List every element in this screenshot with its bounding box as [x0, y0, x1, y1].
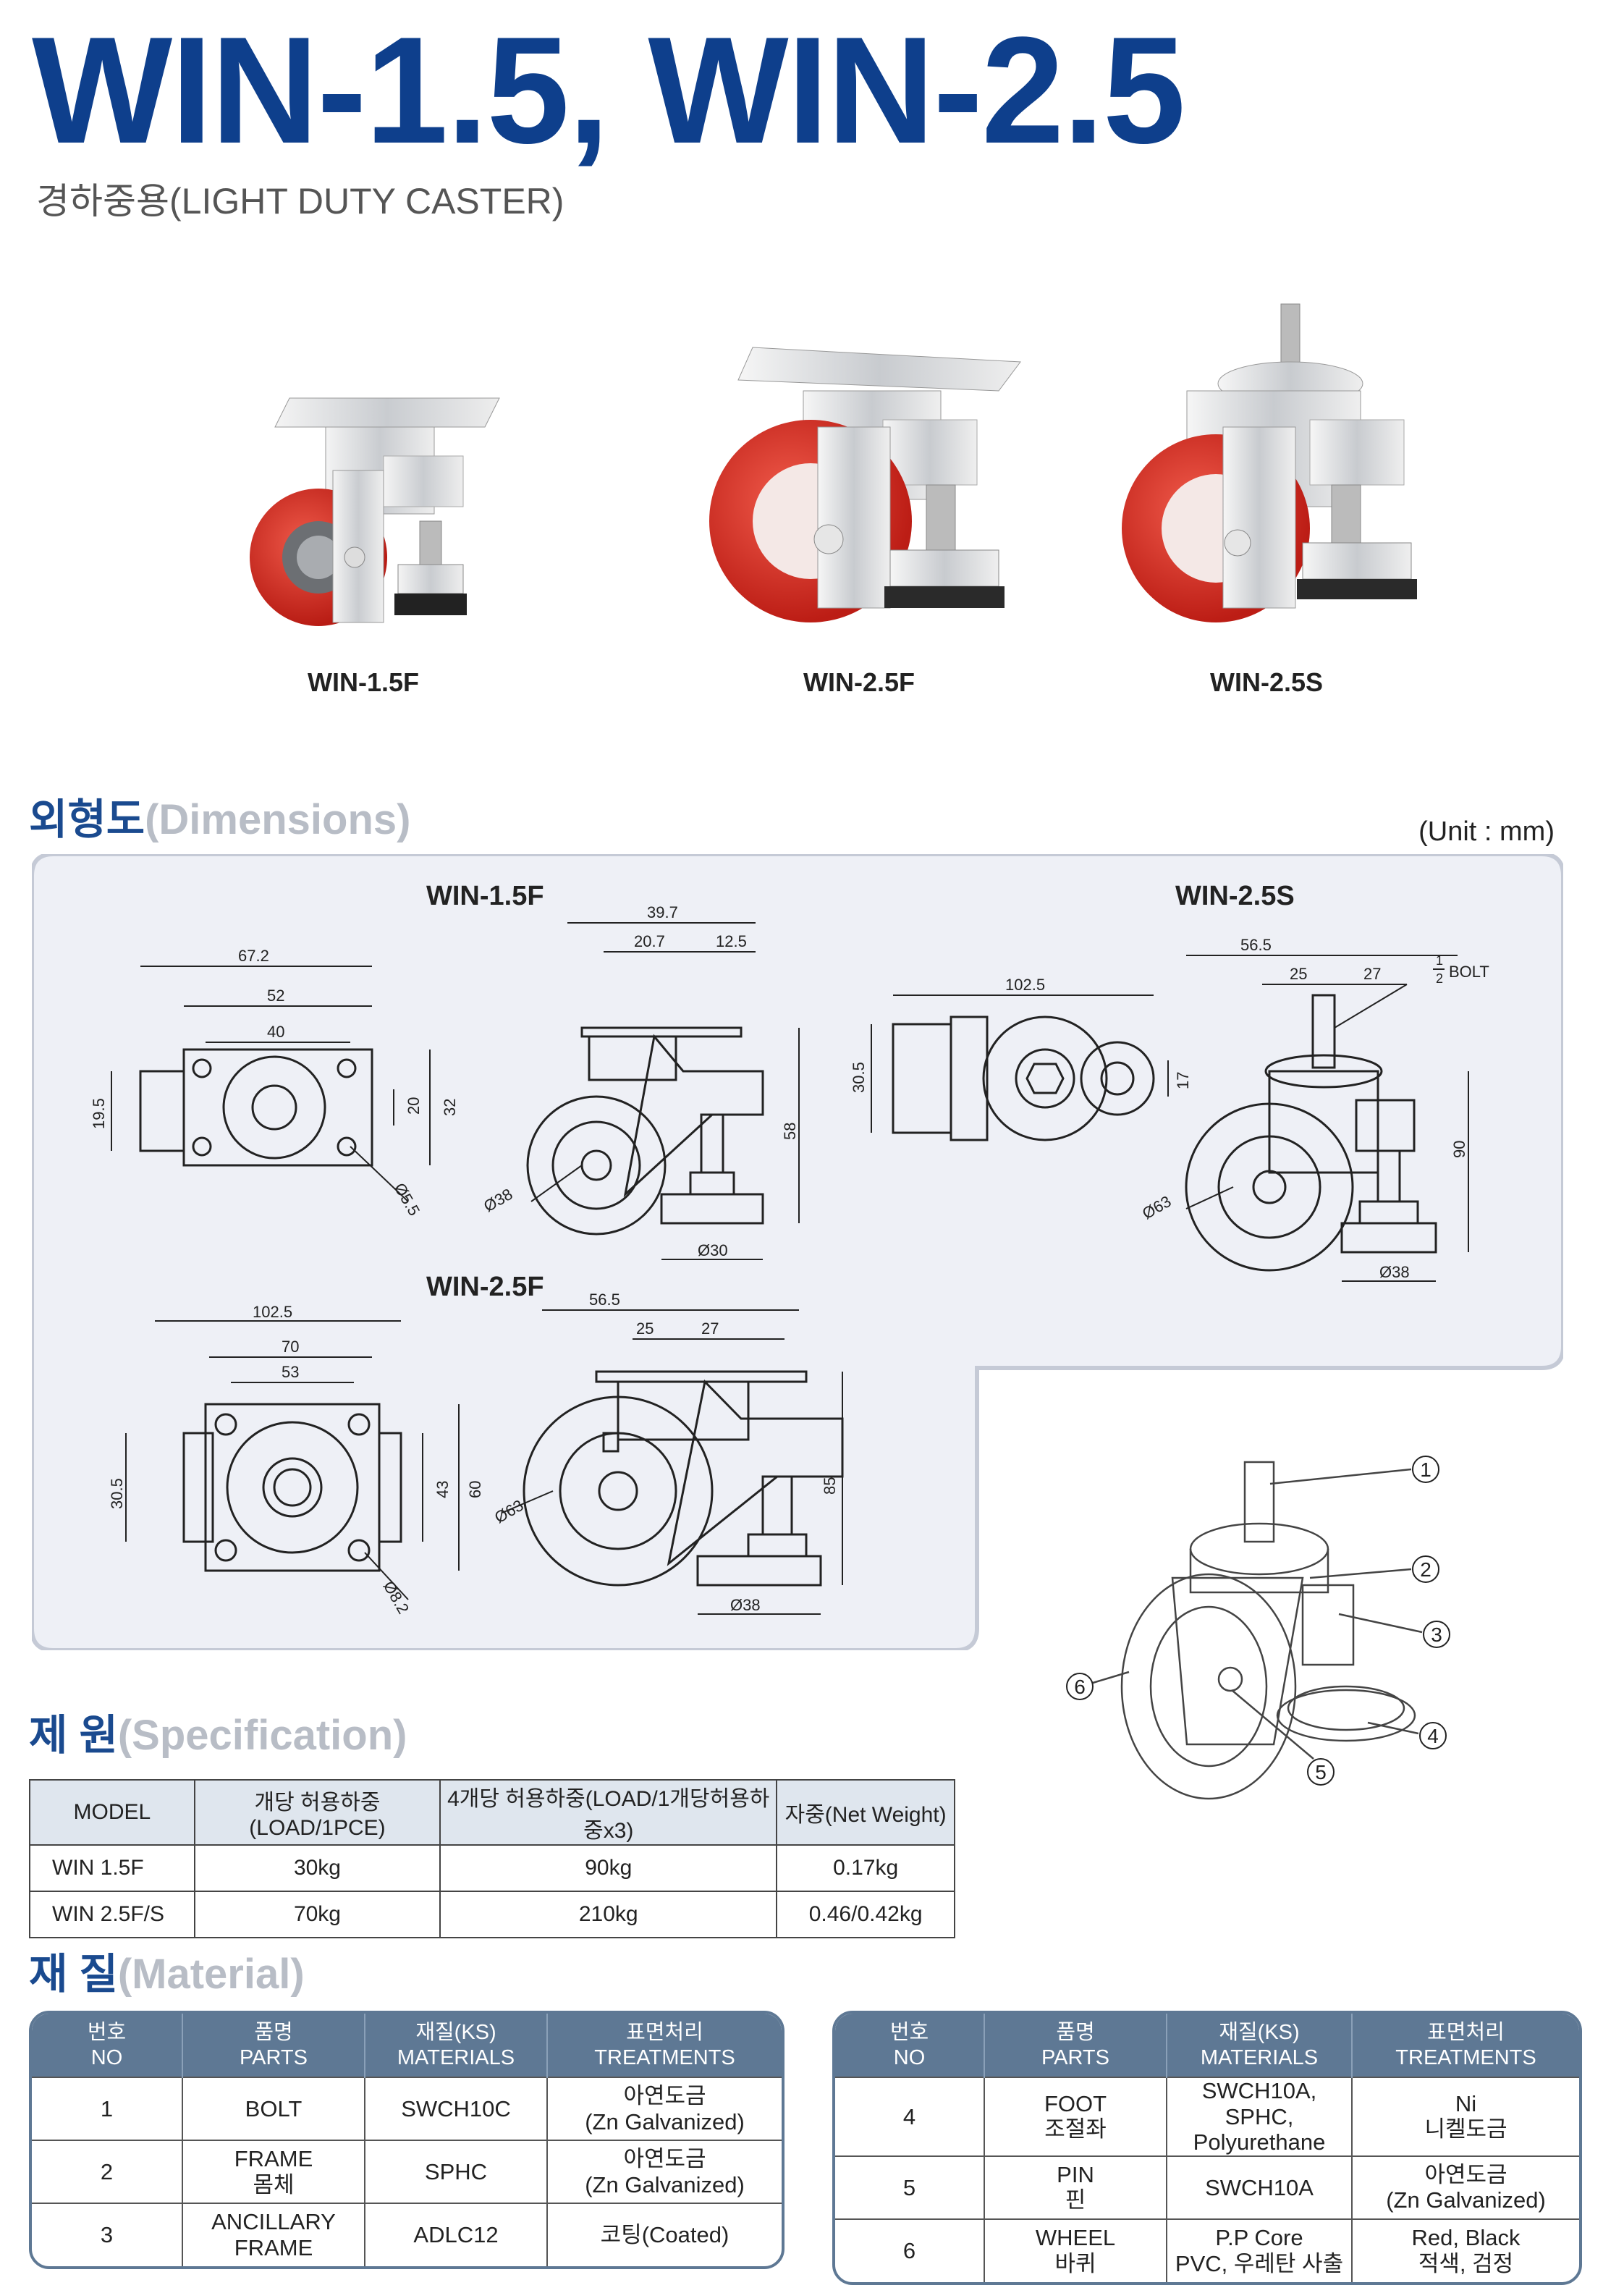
dim-win15f-side-h: 58	[781, 1123, 799, 1140]
dim-win25f-top-h1: 30.5	[108, 1478, 126, 1509]
dim-win25f-top-w1: 102.5	[253, 1303, 292, 1321]
dimensions-section-title: 외형도(Dimensions)	[29, 796, 411, 843]
dim-win15f-side-a: 20.7	[634, 932, 665, 950]
page-title: WIN-1.5, WIN-2.5	[32, 5, 1185, 175]
callout-4: 4	[1427, 1725, 1439, 1747]
win25f-side-view	[502, 1309, 844, 1615]
dim-win15f-top-w1: 67.2	[238, 947, 269, 965]
dim-win25s-side-a: 25	[1290, 965, 1307, 983]
dim-win25f-side-a: 25	[636, 1319, 654, 1338]
win25f-top-view	[125, 1320, 460, 1600]
specification-table: MODEL 개당 허용하중(LOAD/1PCE) 4개당 허용하중(LOAD/1…	[29, 1779, 955, 1938]
table-header-row: 번호 NO 품명 PARTS 재질(KS) MATERIALS 표면처리 TRE…	[32, 2014, 782, 2077]
callout-6: 6	[1074, 1676, 1086, 1698]
dim-win15f-top-h3: 32	[441, 1099, 459, 1116]
table-header-row: MODEL 개당 허용하중(LOAD/1PCE) 4개당 허용하중(LOAD/1…	[29, 1779, 955, 1846]
parts-callout-drawing: 1 2 3 4 5 6	[1066, 1456, 1450, 1800]
product-image-win25f	[709, 347, 1021, 622]
spec-header-load: 개당 허용하중(LOAD/1PCE)	[193, 1779, 441, 1846]
dim-win15f-foot: Ø30	[698, 1241, 728, 1259]
win25s-top-view	[871, 995, 1169, 1141]
dim-win25f-foot: Ø38	[730, 1596, 761, 1614]
callout-5: 5	[1315, 1761, 1327, 1783]
spec-header-model: MODEL	[29, 1779, 195, 1846]
dim-win25f-top-w2: 70	[282, 1338, 299, 1356]
dim-win25f-side-h: 85	[821, 1477, 839, 1495]
dim-label-win25s: WIN-2.5S	[1175, 881, 1295, 911]
product-label-win15f: WIN-1.5F	[308, 667, 420, 697]
specification-section-title: 제 원(Specification)	[29, 1712, 407, 1759]
dim-win25s-foot: Ø38	[1379, 1263, 1410, 1281]
dim-win25s-top-h: 30.5	[850, 1062, 868, 1093]
page-subtitle: 경하중용(LIGHT DUTY CASTER)	[36, 181, 564, 221]
dim-win25f-top-w3: 53	[282, 1363, 299, 1381]
product-image-win15f	[250, 397, 500, 626]
callout-3: 3	[1431, 1623, 1442, 1646]
table-row: 4 FOOT 조절좌 SWCH10A, SPHC, Polyurethane N…	[835, 2077, 1579, 2156]
spec-header-weight: 자중(Net Weight)	[776, 1779, 955, 1846]
dim-win15f-side-b: 12.5	[716, 932, 747, 950]
dim-win25s-bolt: BOLT	[1449, 963, 1489, 981]
unit-label: (Unit : mm)	[1418, 816, 1555, 847]
dim-win25s-side-h: 90	[1450, 1141, 1468, 1158]
table-header-row: 번호 NO 품명 PARTS 재질(KS) MATERIALS 표면처리 TRE…	[835, 2014, 1579, 2077]
dim-win25s-bolt-den: 2	[1436, 971, 1443, 986]
dim-win25s-top-s: 17	[1174, 1072, 1192, 1089]
table-row: WIN 2.5F/S 70kg 210kg 0.46/0.42kg	[29, 1891, 955, 1938]
dim-win15f-side-w: 39.7	[647, 903, 678, 921]
table-row: WIN 1.5F 30kg 90kg 0.17kg	[29, 1844, 955, 1892]
table-row: 1 BOLT SWCH10C 아연도금 (Zn Galvanized)	[32, 2077, 782, 2140]
win25s-side-view	[1185, 955, 1469, 1282]
table-row: 3 ANCILLARY FRAME ADLC12 코팅(Coated)	[32, 2203, 782, 2266]
spec-header-load4: 4개당 허용하중(LOAD/1개당허용하중x3)	[439, 1779, 778, 1846]
dim-win15f-top-h2: 20	[405, 1097, 423, 1115]
dim-win25f-side-w: 56.5	[589, 1291, 620, 1309]
dim-win25s-bolt-num: 1	[1436, 953, 1443, 968]
table-row: 2 FRAME 몸체 SPHC 아연도금 (Zn Galvanized)	[32, 2140, 782, 2203]
dim-win15f-top-h1: 19.5	[90, 1098, 108, 1129]
dim-win15f-top-w3: 40	[267, 1023, 284, 1041]
win15f-side-view	[526, 922, 800, 1260]
product-image-win25s	[1122, 303, 1417, 622]
win15f-top-view	[111, 966, 431, 1202]
callout-1: 1	[1420, 1458, 1431, 1481]
dim-label-win15f: WIN-1.5F	[426, 881, 544, 911]
dim-win25s-top-w: 102.5	[1005, 976, 1045, 994]
dim-win25f-side-b: 27	[701, 1319, 719, 1338]
dim-win25f-top-h2: 43	[434, 1481, 452, 1498]
table-row: 6 WHEEL 바퀴 P.P Core PVC, 우레탄 사출 Red, Bla…	[835, 2218, 1579, 2282]
table-row: 5 PIN 핀 SWCH10A 아연도금 (Zn Galvanized)	[835, 2155, 1579, 2219]
dim-win25s-side-w: 56.5	[1240, 936, 1272, 954]
dim-win15f-top-w2: 52	[267, 987, 284, 1005]
product-label-win25f: WIN-2.5F	[803, 667, 915, 697]
dim-win25f-top-h3: 60	[466, 1481, 484, 1498]
material-section-title: 재 질(Material)	[29, 1951, 305, 1998]
dim-label-win25f: WIN-2.5F	[426, 1272, 544, 1302]
product-label-win25s: WIN-2.5S	[1210, 667, 1324, 697]
dim-win25s-side-b: 27	[1363, 965, 1381, 983]
dimensions-panel: WIN-1.5F 67.2 52 40 19.5 20 32 Ø5.5	[32, 854, 1563, 1650]
material-table-left: 번호 NO 품명 PARTS 재질(KS) MATERIALS 표면처리 TRE…	[29, 2011, 784, 2269]
callout-2: 2	[1420, 1558, 1431, 1581]
material-table-right: 번호 NO 품명 PARTS 재질(KS) MATERIALS 표면처리 TRE…	[832, 2011, 1582, 2285]
